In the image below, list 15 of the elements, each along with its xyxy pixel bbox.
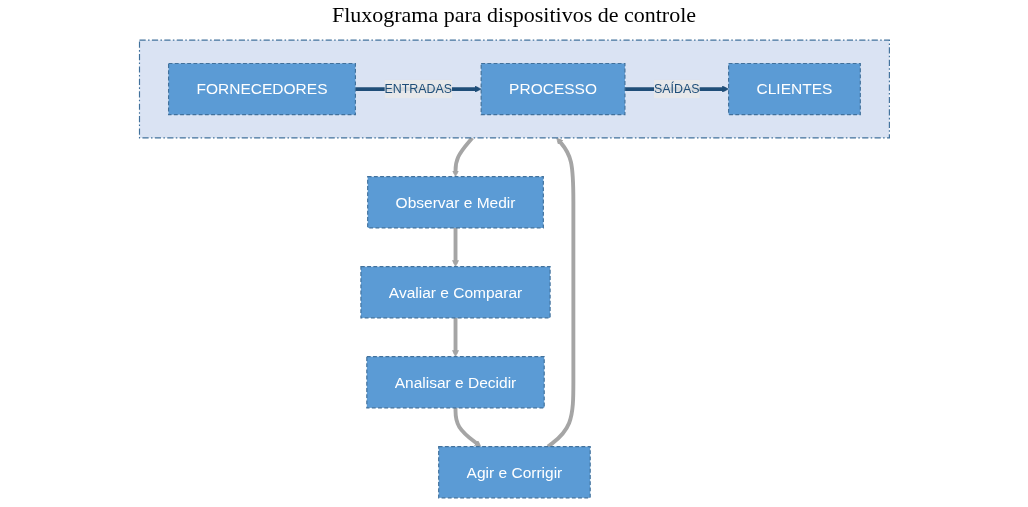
- cluster: [138, 39, 890, 139]
- node-box: FORNECEDORES: [167, 62, 356, 116]
- arrow: [451, 136, 474, 177]
- arrow: [453, 407, 481, 447]
- node-box: CLIENTES: [727, 62, 861, 116]
- node-box: Analisar e Decidir: [365, 356, 545, 409]
- arrow: [451, 317, 459, 357]
- edge-label: SAÍDAS: [653, 82, 700, 96]
- node-box: Observar e Medir: [366, 176, 544, 229]
- node-box: Avaliar e Comparar: [359, 266, 551, 319]
- node-box: PROCESSO: [480, 62, 626, 116]
- edge-label: ENTRADAS: [384, 82, 452, 96]
- figure-title: Fluxograma para dispositivos de controle: [330, 2, 698, 28]
- arrow: [451, 227, 459, 267]
- node-box: Agir e Corrigir: [437, 446, 591, 499]
